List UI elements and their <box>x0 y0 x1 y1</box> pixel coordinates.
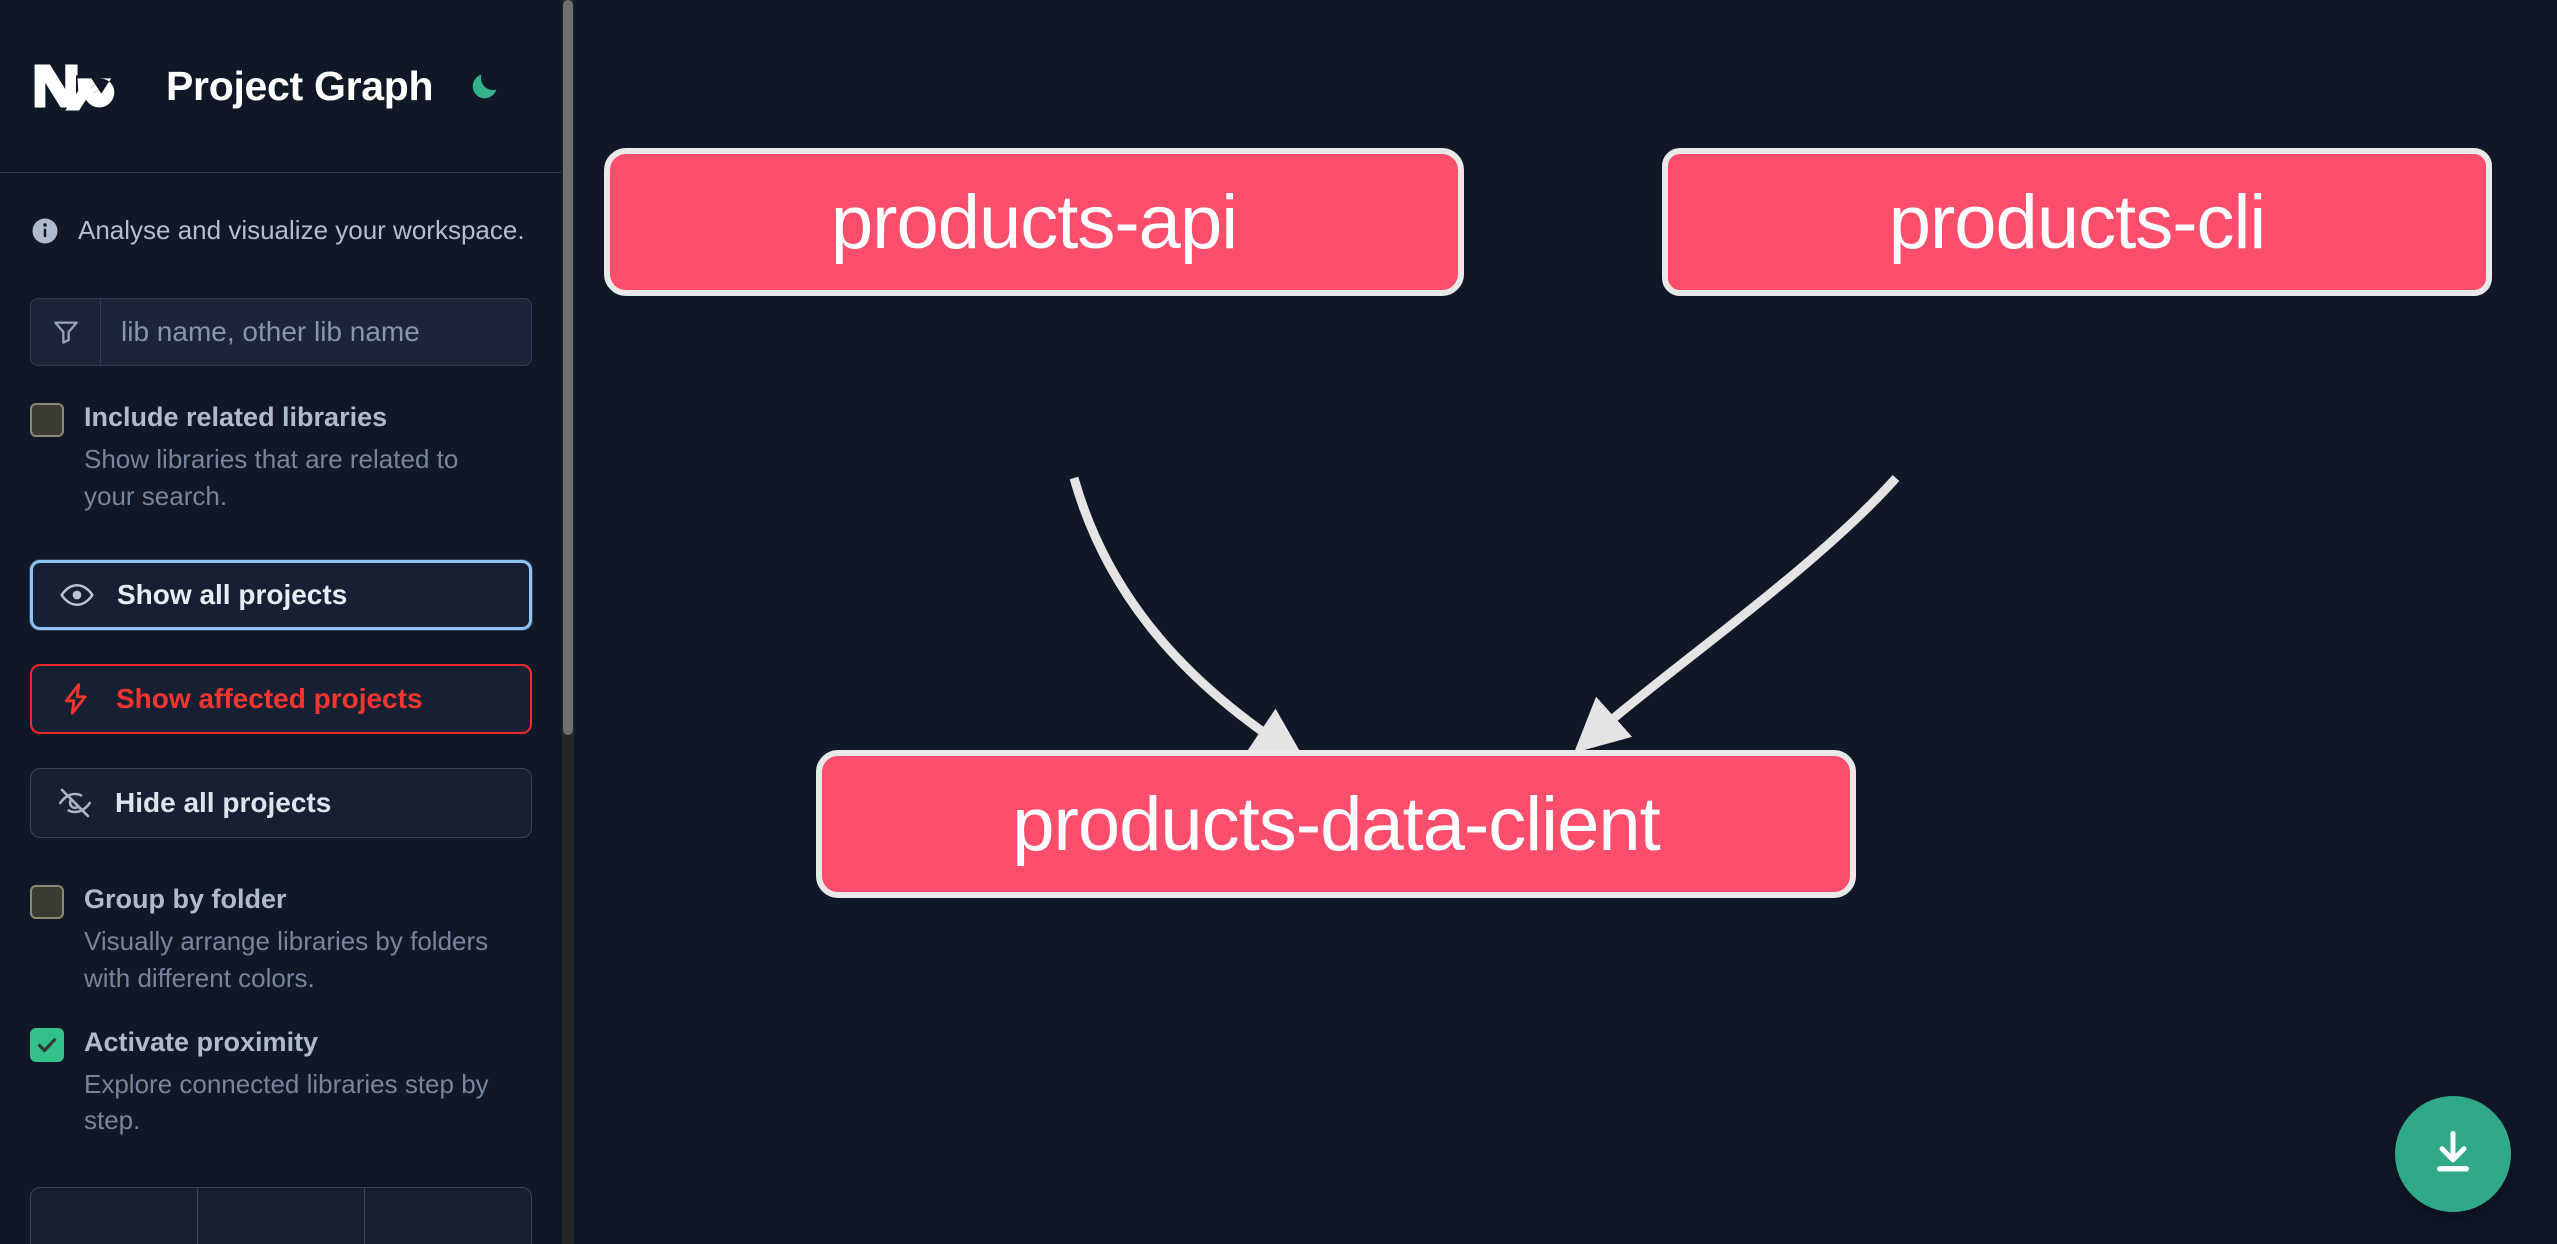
sidebar-header: Project Graph <box>0 0 562 172</box>
lightning-bolt-icon <box>58 681 94 717</box>
info-icon <box>30 216 60 246</box>
nx-logo <box>30 58 122 114</box>
search-input[interactable] <box>101 299 531 365</box>
eye-icon <box>59 577 95 613</box>
option-label: Group by folder <box>84 884 287 915</box>
graph-node-products-cli[interactable]: products-cli <box>1662 148 2492 296</box>
eye-off-icon <box>57 785 93 821</box>
download-icon <box>2425 1124 2481 1185</box>
analyse-hint: Analyse and visualize your workspace. <box>0 173 562 246</box>
graph-edges <box>1069 475 1900 761</box>
edge-products-cli-to-products-data-client <box>1573 475 1900 753</box>
moon-icon[interactable] <box>463 64 507 108</box>
sidebar: Project Graph Analyse and visualize y <box>0 0 574 1244</box>
sidebar-scroll-content: Project Graph Analyse and visualize y <box>0 0 562 1244</box>
graph-node-label: products-data-client <box>1012 781 1660 867</box>
hide-all-projects-label: Hide all projects <box>115 787 332 819</box>
option-description: Show libraries that are related to your … <box>84 443 459 511</box>
graph-node-label: products-cli <box>1888 179 2267 265</box>
sidebar-scrollbar[interactable] <box>562 0 574 1244</box>
option-activate-proximity[interactable]: Activate proximity Explore connected lib… <box>0 997 562 1139</box>
show-affected-projects-button[interactable]: Show affected projects <box>30 664 532 735</box>
graph-node-label: products-api <box>830 179 1238 265</box>
option-group-by-folder[interactable]: Group by folder Visually arrange librari… <box>0 838 562 996</box>
graph-node-products-data-client[interactable]: products-data-client <box>816 750 1856 898</box>
graph-node-products-api[interactable]: products-api <box>604 148 1464 296</box>
segment-1[interactable] <box>31 1188 198 1244</box>
checkbox-include-related-libraries[interactable] <box>30 403 64 437</box>
option-label: Include related libraries <box>84 402 388 432</box>
show-affected-projects-label: Show affected projects <box>116 683 423 715</box>
graph-canvas[interactable]: products-api products-cli products-data-… <box>574 0 2557 1244</box>
hide-all-projects-button[interactable]: Hide all projects <box>30 768 532 839</box>
bottom-segmented-control[interactable] <box>30 1187 532 1244</box>
checkbox-group-by-folder[interactable] <box>30 885 64 920</box>
download-button[interactable] <box>2395 1096 2511 1212</box>
option-description: Explore connected libraries step by step… <box>84 1068 489 1136</box>
checkbox-activate-proximity[interactable] <box>30 1027 64 1062</box>
option-label: Activate proximity <box>84 1026 319 1057</box>
page-title: Project Graph <box>166 62 434 109</box>
header-divider <box>0 172 562 173</box>
sidebar-scrollbar-thumb[interactable] <box>563 0 573 735</box>
show-all-projects-label: Show all projects <box>117 579 348 611</box>
search-bar <box>30 298 532 366</box>
option-include-related-libraries[interactable]: Include related libraries Show libraries… <box>0 366 562 514</box>
segment-3[interactable] <box>365 1188 531 1244</box>
show-all-projects-button[interactable]: Show all projects <box>30 560 532 631</box>
edge-products-api-to-products-data-client <box>1069 476 1306 761</box>
analyse-hint-text: Analyse and visualize your workspace. <box>78 215 525 245</box>
option-description: Visually arrange libraries by folders wi… <box>84 926 489 993</box>
filter-icon[interactable] <box>31 299 101 365</box>
segment-2[interactable] <box>198 1188 365 1244</box>
